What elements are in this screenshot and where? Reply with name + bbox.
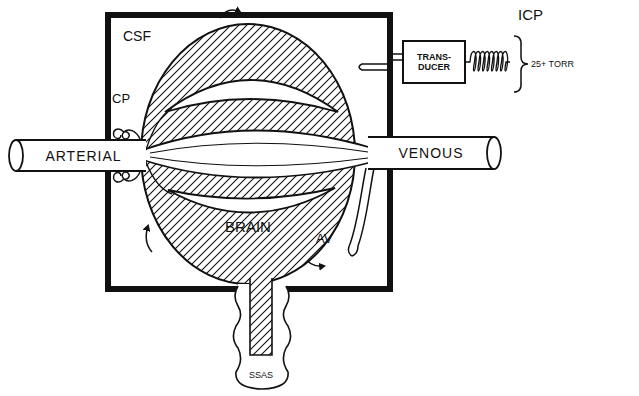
brain-shape-outline [140,22,356,286]
pressure-value: 25+ TORR [531,59,574,69]
catheter-connector [393,54,402,60]
node-label: SSAS [249,370,273,380]
brain-shape: BRAIN [140,22,356,286]
node-label: BRAIN [225,218,271,235]
range-bracket [514,36,528,92]
structure-label: CP [112,91,130,106]
arterial-tube: ARTERIAL [8,139,145,172]
ssas-sac: SSAS [228,278,294,392]
node-label: ARTERIAL [45,148,121,164]
node-label: VENOUS [398,145,463,161]
node-label: TRANS- DUCER [417,52,451,73]
venous-tube: VENOUS [370,136,502,170]
structure-label: AV [316,231,332,246]
signal-label: ICP [518,6,543,23]
node-label: CSF [123,28,387,44]
transducer-box: TRANS- DUCER [402,40,466,84]
skull-box: CSF BRAIN [105,12,393,292]
pressure-catheter [359,64,388,70]
flow-arrow [146,226,152,252]
pressure-waveform [466,52,510,72]
